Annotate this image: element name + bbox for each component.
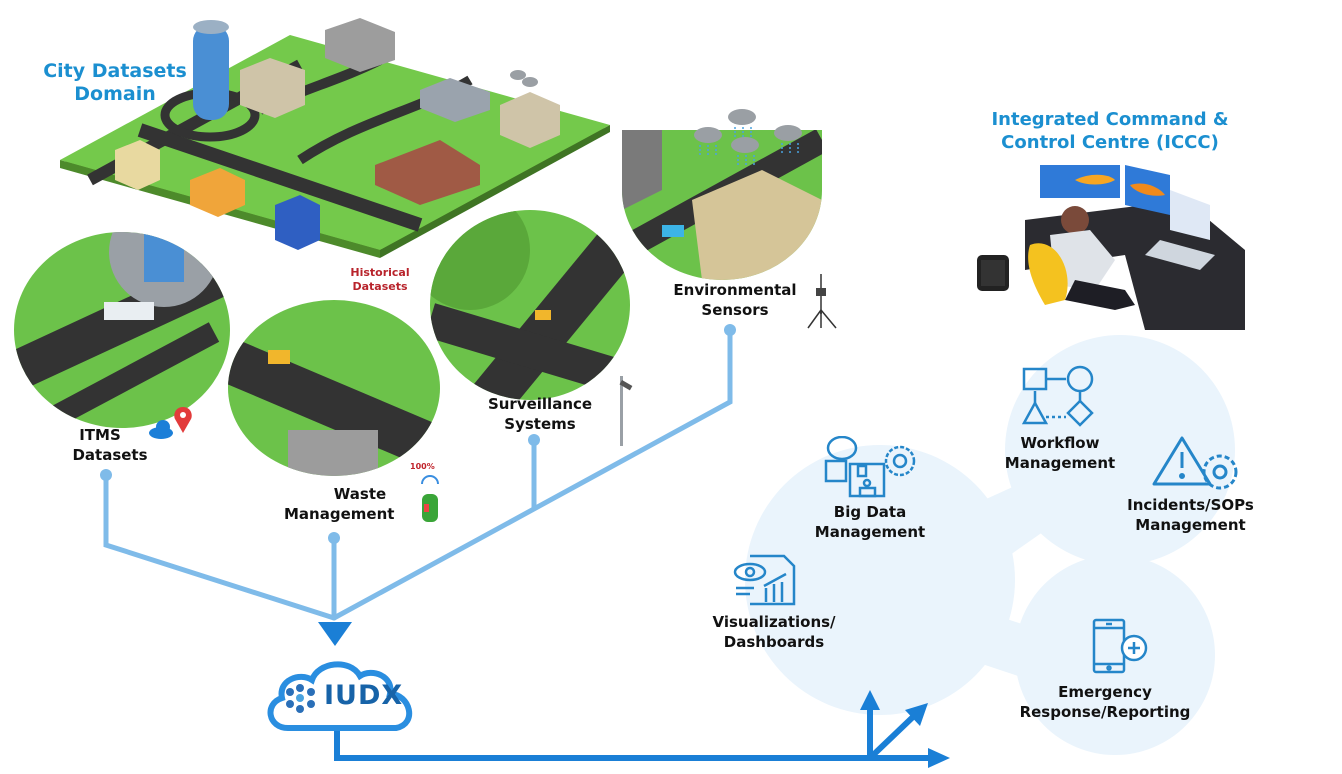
environmental-line1: Environmental [673, 281, 797, 299]
incidents-line2: Management [1135, 516, 1246, 534]
iudx-hub[interactable]: IUDX [258, 654, 424, 736]
emergency-line1: Emergency [1058, 683, 1152, 701]
workflow-line2: Management [1004, 454, 1116, 472]
right-arrow-icon [928, 748, 950, 768]
visualizations-line2: Dashboards [723, 633, 825, 651]
historical-datasets-label: Historical Datasets [330, 266, 430, 294]
big-data-line2: Management [814, 523, 926, 541]
source-waste[interactable]: Waste Management [280, 484, 440, 524]
down-arrow-icon [318, 622, 352, 646]
weather-station-icon [807, 274, 837, 329]
city-title-line2: Domain [74, 83, 156, 105]
big-data-line1: Big Data [833, 503, 907, 521]
cctv-pole-icon [619, 376, 633, 446]
dashboard-icon [733, 554, 796, 606]
hexagon-cluster-icon [286, 684, 315, 713]
surveillance-scene-circle [430, 210, 630, 400]
module-incidents[interactable]: Incidents/SOPs Management [1108, 495, 1273, 535]
visualizations-line1: Visualizations/ [712, 613, 836, 631]
workflow-line1: Workflow [1020, 434, 1100, 452]
module-emergency[interactable]: Emergency Response/Reporting [1010, 682, 1200, 722]
surveillance-line2: Systems [504, 415, 576, 433]
bin-fill-label: 100% [410, 462, 435, 471]
module-big-data[interactable]: Big Data Management [790, 502, 950, 542]
environmental-line2: Sensors [701, 301, 769, 319]
big-data-icon [824, 436, 916, 498]
city-title-line1: City Datasets [43, 60, 187, 82]
city-domain-title: City Datasets Domain [20, 60, 210, 106]
module-workflow[interactable]: Workflow Management [985, 433, 1135, 473]
diagonal-arrow-icon [905, 703, 928, 726]
module-visualizations[interactable]: Visualizations/ Dashboards [694, 612, 854, 652]
environmental-scene-circle [622, 130, 822, 280]
smart-bin-icon [421, 475, 439, 522]
itms-scene-circle [14, 232, 230, 428]
cloud-outline-icon [267, 661, 413, 731]
waste-scene-circle [228, 300, 440, 476]
mobile-medical-icon [1092, 618, 1148, 674]
source-itms[interactable]: ITMS Datasets [50, 425, 170, 465]
cloud-location-icon [149, 407, 192, 439]
historical-line2: Datasets [352, 280, 408, 293]
iccc-title: Integrated Command & Control Centre (ICC… [950, 108, 1270, 154]
iccc-title-line2: Control Centre (ICCC) [1001, 132, 1219, 153]
source-surveillance[interactable]: Surveillance Systems [470, 394, 610, 434]
historical-line1: Historical [350, 266, 410, 279]
itms-line1: ITMS [79, 426, 121, 444]
emergency-line2: Response/Reporting [1019, 703, 1191, 721]
warning-gear-icon [1152, 436, 1238, 490]
iccc-title-line1: Integrated Command & [991, 109, 1229, 130]
waste-line1: Waste [333, 485, 387, 503]
incidents-line1: Incidents/SOPs [1127, 496, 1254, 514]
workflow-icon [1021, 365, 1094, 427]
source-environmental[interactable]: Environmental Sensors [650, 280, 820, 320]
surveillance-line1: Surveillance [487, 395, 593, 413]
waste-line2: Management [284, 505, 395, 523]
operator-workstation-illustration [977, 165, 1245, 330]
itms-line2: Datasets [72, 446, 148, 464]
iudx-label: IUDX [324, 680, 404, 711]
up-arrow-icon [860, 690, 880, 710]
